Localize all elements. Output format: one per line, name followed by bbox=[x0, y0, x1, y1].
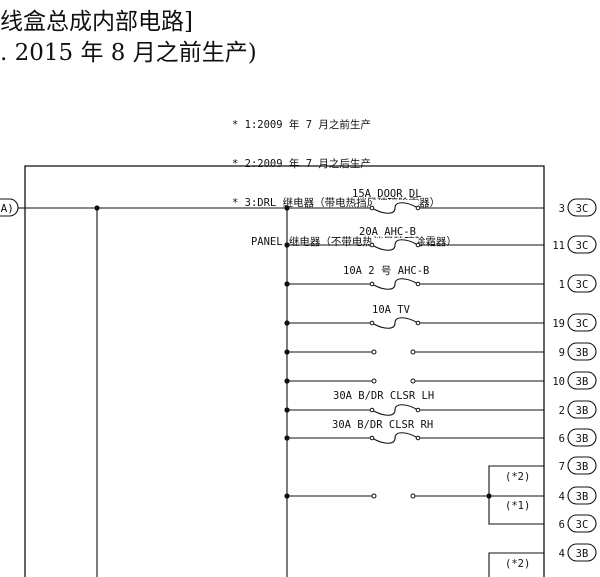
terminal-6-3b: 6 3B bbox=[559, 428, 597, 447]
fuse-label-clsr-lh: 30A B/DR CLSR LH bbox=[333, 390, 434, 402]
terminal-11-3c: 11 3C bbox=[552, 235, 597, 254]
jumper-label-1: (*1) bbox=[505, 500, 530, 512]
svg-text:6: 6 bbox=[559, 519, 565, 531]
svg-text:3B: 3B bbox=[576, 461, 589, 473]
fuse-label-door-dl: 15A DOOR DL bbox=[352, 188, 422, 200]
terminal-6-3c: 6 3C bbox=[559, 514, 597, 533]
open-contact bbox=[410, 378, 416, 384]
svg-text:10: 10 bbox=[552, 376, 565, 388]
jumper-path-2-lower bbox=[488, 552, 544, 577]
fuse-door-dl bbox=[371, 202, 419, 214]
fuse-ahc-b-2 bbox=[371, 278, 419, 290]
terminal-10-3b: 10 3B bbox=[552, 371, 597, 390]
svg-text:3B: 3B bbox=[576, 347, 589, 359]
open-contact bbox=[371, 349, 377, 355]
fuse-ahc-b bbox=[371, 239, 419, 251]
svg-text:3C: 3C bbox=[576, 318, 589, 330]
svg-text:3B: 3B bbox=[576, 433, 589, 445]
svg-text:6: 6 bbox=[559, 433, 565, 445]
svg-text:9: 9 bbox=[559, 347, 565, 359]
terminal-4-3b-lower: 4 3B bbox=[559, 543, 597, 562]
terminal-9-3b: 9 3B bbox=[559, 342, 597, 361]
svg-text:2: 2 bbox=[559, 405, 565, 417]
terminal-4-3b: 4 3B bbox=[559, 486, 597, 505]
fuse-clsr-rh bbox=[371, 432, 419, 444]
svg-text:3B: 3B bbox=[576, 405, 589, 417]
svg-text:4: 4 bbox=[559, 491, 565, 503]
fuse-tv bbox=[371, 317, 419, 329]
fuse-clsr-lh bbox=[371, 404, 419, 416]
svg-text:3B: 3B bbox=[576, 548, 589, 560]
jumper-path-2 bbox=[488, 465, 544, 496]
svg-text:3C: 3C bbox=[576, 240, 589, 252]
page-subtitle: . 2015 年 8 月之前生产) bbox=[0, 40, 257, 66]
svg-text:3B: 3B bbox=[576, 491, 589, 503]
svg-text:3C: 3C bbox=[576, 203, 589, 215]
terminal-1-3c: 1 3C bbox=[559, 274, 597, 293]
svg-text:19: 19 bbox=[552, 318, 565, 330]
terminal-7-3b: 7 3B bbox=[559, 456, 597, 475]
open-contact bbox=[410, 493, 416, 499]
open-contact bbox=[371, 378, 377, 384]
svg-text:3C: 3C bbox=[576, 279, 589, 291]
svg-text:1: 1 bbox=[559, 279, 565, 291]
jumper-label-2-lower: (*2) bbox=[505, 558, 530, 570]
jumper-label-2: (*2) bbox=[505, 471, 530, 483]
terminal-2-3b: 2 3B bbox=[559, 400, 597, 419]
svg-text:7: 7 bbox=[559, 461, 565, 473]
open-contact bbox=[410, 349, 416, 355]
terminal-3-3c: 3 3C bbox=[559, 198, 597, 217]
jumper-path-1 bbox=[488, 496, 544, 525]
page-title: 线盒总成内部电路] bbox=[0, 9, 193, 35]
svg-text:11: 11 bbox=[552, 240, 565, 252]
svg-text:3B: 3B bbox=[576, 376, 589, 388]
junction-block-outline bbox=[24, 165, 545, 577]
open-contact bbox=[371, 493, 377, 499]
svg-text:4: 4 bbox=[559, 548, 565, 560]
fuse-label-ahc-b-2: 10A 2 号 AHC-B bbox=[343, 265, 429, 277]
svg-text:3: 3 bbox=[559, 203, 565, 215]
fuse-label-tv: 10A TV bbox=[372, 304, 411, 316]
svg-text:3C: 3C bbox=[576, 519, 589, 531]
note-1: * 1:2009 年 7 月之前生产 bbox=[232, 119, 371, 131]
terminal-19-3c: 19 3C bbox=[552, 313, 597, 332]
note-2: * 2:2009 年 7 月之后生产 bbox=[232, 158, 371, 170]
fuse-label-ahc-b: 20A AHC-B bbox=[359, 226, 416, 238]
input-connector-label: 3A) bbox=[0, 202, 14, 215]
fuse-label-clsr-rh: 30A B/DR CLSR RH bbox=[332, 419, 433, 431]
